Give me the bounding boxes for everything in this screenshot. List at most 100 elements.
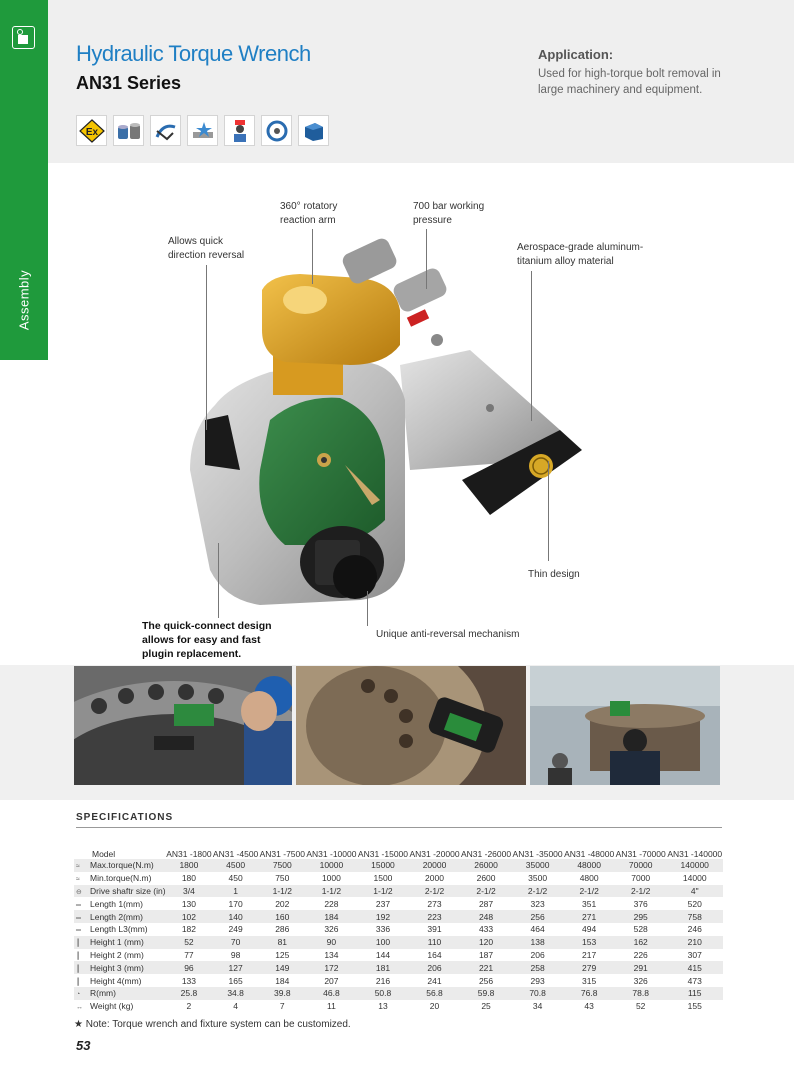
specs-divider (76, 827, 722, 828)
callout-material: Aerospace-grade aluminum-titanium alloy … (517, 242, 644, 267)
table-cell: 206 (530, 949, 545, 960)
table-cell: 184 (305, 910, 358, 923)
table-cell: 433 (478, 924, 494, 935)
table-cell: 307 (687, 949, 702, 960)
table-cell: 2-1/2 (563, 884, 615, 898)
table-cell: 138 (511, 935, 564, 949)
table-cell: 228 (324, 898, 339, 909)
table-cell: 39.8 (258, 986, 306, 1000)
row-label: ═ Length L3(mm) (74, 923, 166, 936)
table-cell: 221 (460, 961, 512, 975)
table-cell: 293 (530, 975, 545, 986)
operator-icon (224, 115, 255, 146)
application-heading: Application: (538, 47, 614, 62)
product-figure: 360° rotatory reaction arm 700 bar worki… (0, 163, 794, 665)
table-cell: 249 (228, 924, 243, 935)
specs-header-row: Model AN31 -1800 AN31 -4500 AN31 -7500 A… (74, 839, 723, 859)
table-cell: 34 (532, 1001, 543, 1012)
table-cell: 273 (427, 898, 442, 909)
table-cell: 237 (375, 898, 391, 909)
compact-body-icon (298, 115, 329, 146)
table-cell: 59.8 (460, 986, 512, 1000)
brand-logo-icon (12, 26, 35, 49)
table-cell: 153 (563, 935, 615, 949)
radius-icon: ◔ (76, 991, 81, 999)
drive-icon: ⊖ (76, 888, 82, 896)
table-cell: 25.8 (165, 986, 213, 1000)
table-cell: 4500 (212, 859, 259, 872)
row-label-text: Height 1 (mm) (90, 937, 144, 948)
table-cell: 1500 (373, 873, 393, 884)
table-cell: 217 (582, 949, 597, 960)
table-cell: 133 (181, 975, 197, 986)
callout-anti-reversal: Unique anti-reversal mechanism (376, 629, 520, 640)
table-cell: 1-1/2 (305, 884, 358, 898)
feature-icon-row: Ex (76, 115, 329, 146)
table-cell: 130 (181, 898, 197, 909)
table-cell: 286 (275, 924, 290, 935)
row-label-text: Weight (kg) (90, 1001, 134, 1012)
table-cell: 182 (181, 924, 197, 935)
row-label-text: Length L3(mm) (90, 924, 148, 935)
table-cell: 528 (633, 924, 648, 935)
row-label-text: Max.torque(N.m) (90, 860, 154, 871)
table-cell: 210 (666, 935, 723, 949)
table-cell: 26000 (460, 859, 512, 872)
table-cell: 96 (165, 961, 213, 975)
table-cell: 223 (408, 910, 461, 923)
table-cell: 43 (584, 1001, 594, 1012)
table-cell: 155 (687, 1001, 702, 1012)
row-label-text: Height 2 (mm) (90, 949, 144, 960)
row-label-text: Length 2(mm) (90, 911, 143, 922)
table-cell: 14000 (682, 873, 707, 884)
row-label-text: Min.torque(N.m) (90, 873, 152, 884)
table-cell: 184 (275, 975, 290, 986)
table-cell: 134 (324, 949, 339, 960)
svg-text:Ex: Ex (85, 127, 98, 138)
table-cell: 11 (327, 1001, 336, 1012)
torque-icon: ≈ (76, 876, 80, 884)
model-col-header: AN31 -15000 (357, 849, 408, 859)
quick-coupler-icon (113, 115, 144, 146)
ex-explosion-proof-icon: Ex (76, 115, 107, 146)
model-col-header: AN31 -70000 (615, 849, 666, 859)
table-cell: 127 (212, 961, 259, 975)
ruler-icon: ═ (76, 927, 81, 935)
table-cell: 1800 (165, 859, 213, 872)
reversal-icon (150, 115, 181, 146)
ruler-icon: ═ (76, 914, 81, 922)
table-cell: 1 (212, 884, 259, 898)
callout-reaction-arm: 360° rotatory reaction arm (280, 201, 338, 226)
table-cell: 144 (375, 949, 391, 960)
table-cell: 78.8 (614, 986, 667, 1000)
row-label: ≈Max.torque(N.m) (74, 859, 166, 872)
table-cell: 20000 (408, 859, 461, 872)
model-col-header: AN31 -48000 (564, 849, 615, 859)
table-cell: 323 (530, 898, 545, 909)
table-cell: 256 (478, 975, 494, 986)
table-cell: 391 (427, 924, 442, 935)
row-label-text: Drive shaftr size (in) (90, 885, 166, 896)
table-cell: 7000 (631, 873, 651, 884)
table-cell: 48000 (563, 859, 615, 872)
table-cell: 246 (687, 924, 702, 935)
table-cell: 70.8 (511, 986, 564, 1000)
table-cell: 149 (258, 961, 306, 975)
table-cell: 4" (666, 884, 723, 898)
table-cell: 100 (357, 935, 409, 949)
table-cell: 120 (460, 935, 512, 949)
table-cell: 70 (212, 935, 259, 949)
leader-line (548, 461, 549, 561)
table-cell: 160 (258, 910, 306, 923)
table-cell: 241 (427, 975, 442, 986)
application-photo-3 (530, 666, 720, 785)
callout-pressure: 700 bar working pressure (413, 201, 485, 226)
table-cell: 1000 (321, 873, 341, 884)
table-cell: 7500 (258, 859, 306, 872)
table-cell: 295 (614, 910, 667, 923)
